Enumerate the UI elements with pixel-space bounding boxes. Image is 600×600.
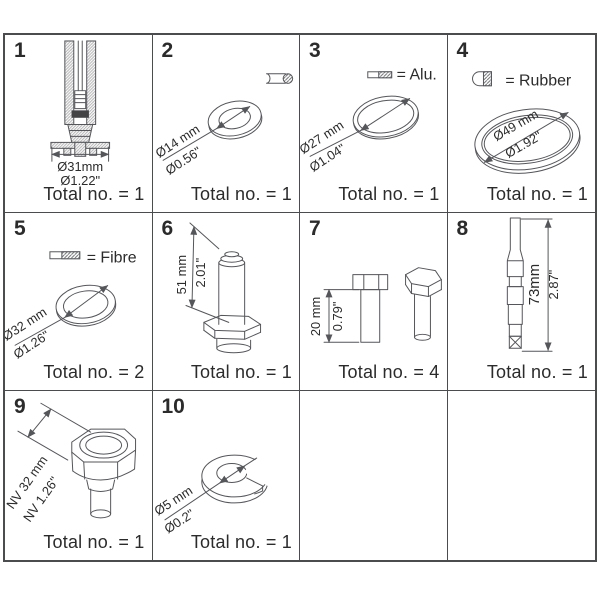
part-3-alu-gasket-drawing: = Alu. Ø27 mm Ø1.04" [300,67,437,175]
part-number: 9 [14,395,26,418]
empty-cell-1 [300,391,448,560]
total-count-label: Total no. = 1 [43,532,145,552]
alu-icon [367,71,393,79]
total-count-label: Total no. = 4 [338,362,440,382]
part-number: 3 [309,39,321,62]
fibre-icon [49,251,81,260]
part-cell-3: 3 = Alu. Ø27 [300,35,448,213]
total-count-label: Total no. = 1 [190,184,292,204]
washer-side-view-icon [265,73,293,84]
part-7-bolts-drawing: 20 mm 0.79" [308,267,442,344]
part-cell-4: 4 = Rubber [447,35,595,213]
part-6-piston-drawing: 51 mm 2.01" [173,222,261,354]
part-cell-6: 6 51 mm 2.01" [152,213,300,391]
part-1-valve-insert-drawing: Ø31mm Ø1.22" [50,40,111,188]
part-cell-7: 7 20 mm 0.79" Total [300,213,448,391]
part-number: 7 [309,217,321,240]
part-10-split-washer-drawing: Ø5 mm Ø0.2" [153,450,275,536]
part-2-washer-drawing: Ø14 mm Ø0.56" [153,73,293,178]
total-count-label: Total no. = 1 [190,362,292,382]
dim-mm-label: 51 mm [173,255,188,294]
dim-mm-label: 73mm [527,264,543,305]
part-cell-10: 10 Ø5 mm Ø0.2" Total no. = 1 [153,391,300,560]
empty-cell-2 [448,391,596,560]
material-legend-label: = Alu. [397,67,437,84]
total-count-label: Total no. = 1 [486,184,588,204]
part-number: 2 [161,39,174,62]
dim-mm-label: Ø31mm [57,159,103,174]
dim-inch-label: 2.87" [546,269,561,299]
part-number: 6 [161,217,174,240]
part-4-rubber-gasket-drawing: = Rubber Ø49 mm Ø1.92" [471,71,581,174]
part-cell-9: 9 NV 32 mm NV 1.26" Total [5,391,153,560]
part-cell-2: 2 Ø14 mm Ø0.56" [152,35,300,213]
dim-inch-label: 0.79" [330,301,345,331]
material-legend-label: = Fibre [87,250,137,267]
spare-parts-grid: 1 [3,33,597,562]
total-count-label: Total no. = 1 [190,532,292,552]
total-count-label: Total no. = 2 [43,362,145,382]
part-cell-1: 1 [5,35,153,213]
rubber-icon [471,71,492,87]
part-number: 4 [456,39,469,62]
total-count-label: Total no. = 1 [338,184,440,204]
part-number: 8 [456,217,469,240]
total-count-label: Total no. = 1 [43,184,145,204]
part-9-gland-nut-drawing: NV 32 mm NV 1.26" [5,402,137,525]
dim-mm-label: 20 mm [308,297,323,336]
dim-inch-label: Ø1.22" [60,173,100,188]
part-number: 10 [161,395,185,418]
total-count-label: Total no. = 1 [486,362,588,382]
material-legend-label: = Rubber [505,73,572,90]
part-number: 1 [14,39,26,62]
dim-inch-label: 2.01" [192,257,207,287]
part-cell-5: 5 = Fibre Ø32 [5,213,153,391]
part-cell-8: 8 73mm 2.87" Total no. = 1 [447,213,595,391]
part-number: 5 [14,217,26,240]
part-5-fibre-gasket-drawing: = Fibre Ø32 mm Ø1.26" [5,250,137,362]
part-8-spindle-drawing: 73mm 2.87" [506,217,561,352]
